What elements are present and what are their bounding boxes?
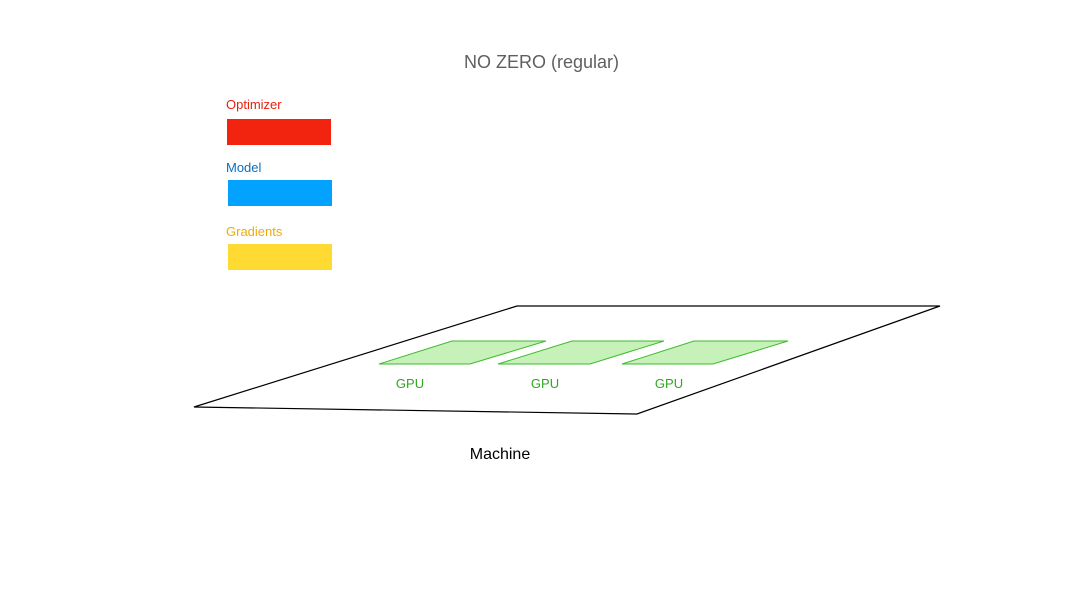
legend-swatch-model bbox=[228, 180, 332, 206]
machine-plane bbox=[193, 305, 941, 415]
legend-label-model: Model bbox=[226, 160, 262, 175]
gpu-card-1 bbox=[378, 340, 547, 365]
gpu-label-3: GPU bbox=[655, 376, 683, 391]
gpu-label-2: GPU bbox=[531, 376, 559, 391]
machine-label: Machine bbox=[469, 446, 531, 463]
legend-label-optimizer: Optimizer bbox=[226, 97, 282, 112]
legend-swatch-optimizer bbox=[227, 119, 331, 145]
diagram-title: NO ZERO (regular) bbox=[463, 52, 620, 72]
gpu-label-1: GPU bbox=[396, 376, 424, 391]
gpu-card-2 bbox=[497, 340, 665, 365]
legend-label-gradients: Gradients bbox=[226, 224, 283, 239]
gpu-card-3 bbox=[621, 340, 789, 365]
legend-swatch-gradients bbox=[228, 244, 332, 270]
